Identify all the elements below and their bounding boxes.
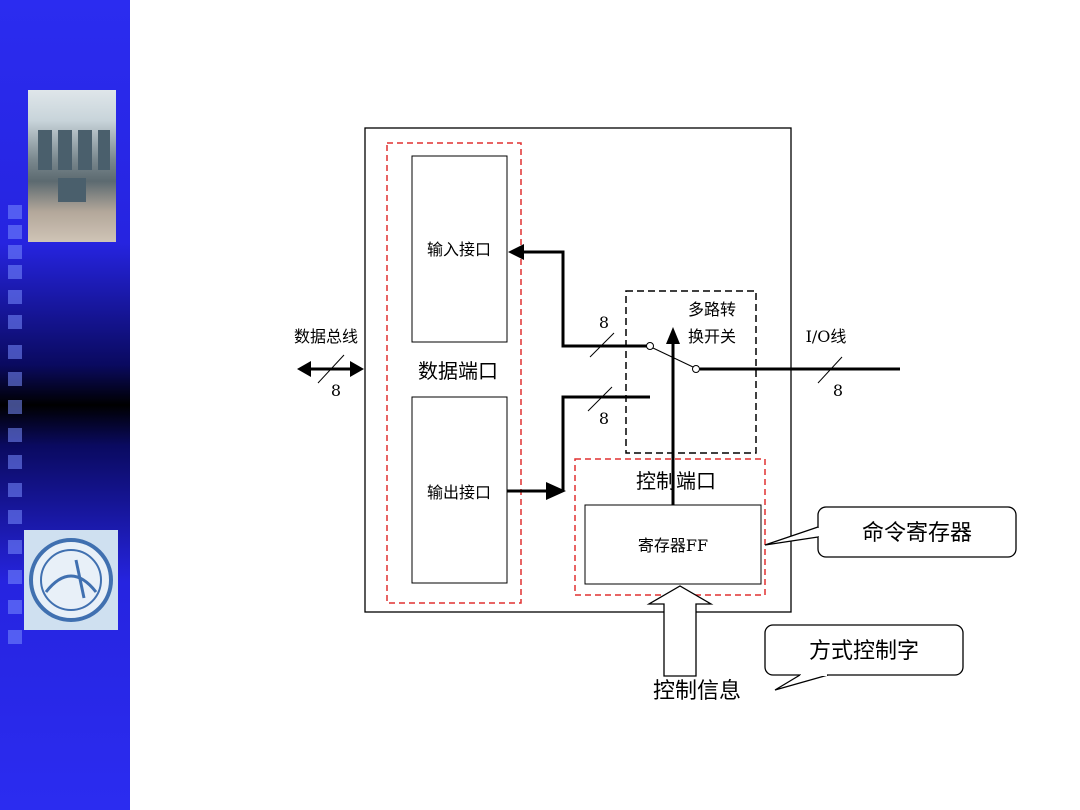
to-input-arrow: [508, 244, 524, 260]
data-bus-label: 数据总线: [294, 327, 358, 346]
sidebar-square: [8, 205, 22, 219]
callout-mode-word-pointer: [774, 674, 829, 691]
to-control-arrow: [546, 482, 566, 500]
input-interface-label: 输入接口: [427, 240, 491, 259]
io-width-slash: [817, 356, 843, 384]
data-port-label: 数据端口: [418, 359, 498, 383]
callout-command-register-pointer: [764, 526, 819, 546]
register-label: 寄存器FF: [638, 536, 708, 555]
sidebar-square: [8, 315, 22, 329]
data-bus-width-slash: [317, 354, 345, 384]
data-bus-arrow-left: [297, 361, 311, 377]
io-line-label: I/O线: [806, 327, 847, 346]
output-interface-label: 输出接口: [427, 483, 491, 502]
input-width: 8: [599, 313, 609, 332]
slide-sidebar: [0, 0, 130, 810]
control-port-label: 控制端口: [636, 469, 716, 493]
switch-contact-common: [692, 365, 700, 373]
control-info-arrow: [646, 585, 714, 677]
mux-label-line2: 换开关: [688, 327, 736, 346]
callout-mode-word-text: 方式控制字: [809, 639, 919, 664]
to-input-line: [516, 250, 648, 348]
register-box: [584, 504, 762, 585]
sidebar-square: [8, 455, 22, 469]
output-width: 8: [599, 409, 609, 428]
sidebar-square: [8, 372, 22, 386]
switch-contact-top: [646, 342, 654, 350]
output-interface-box: [411, 396, 508, 584]
sidebar-square: [8, 290, 22, 304]
sidebar-square: [8, 540, 22, 554]
sidebar-square: [8, 510, 22, 524]
control-signal-arrow: [666, 327, 680, 344]
sidebar-square: [8, 400, 22, 414]
building-photo-icon: [28, 90, 116, 242]
sidebar-square: [8, 265, 22, 279]
sidebar-square: [8, 428, 22, 442]
sidebar-square: [8, 245, 22, 259]
output-to-mux-line: [561, 395, 650, 491]
sidebar-square: [8, 600, 22, 614]
sidebar-square: [8, 570, 22, 584]
callout-mode-word-box: [764, 624, 964, 676]
sidebar-square: [8, 630, 22, 644]
data-port-region: [386, 142, 522, 604]
ustc-logo-icon: [24, 530, 118, 630]
control-info-label: 控制信息: [653, 679, 741, 704]
sidebar-square: [8, 345, 22, 359]
callout-command-register-text: 命令寄存器: [862, 521, 972, 546]
output-width-slash: [587, 386, 613, 412]
io-width: 8: [833, 381, 843, 400]
sidebar-square: [8, 225, 22, 239]
input-width-slash: [589, 332, 615, 358]
data-bus-arrow-right: [350, 361, 364, 377]
data-bus-width: 8: [331, 381, 341, 400]
mux-label-line1: 多路转: [688, 300, 736, 319]
input-interface-box: [411, 155, 508, 343]
mux-switch-region: [625, 290, 757, 454]
sidebar-square: [8, 483, 22, 497]
